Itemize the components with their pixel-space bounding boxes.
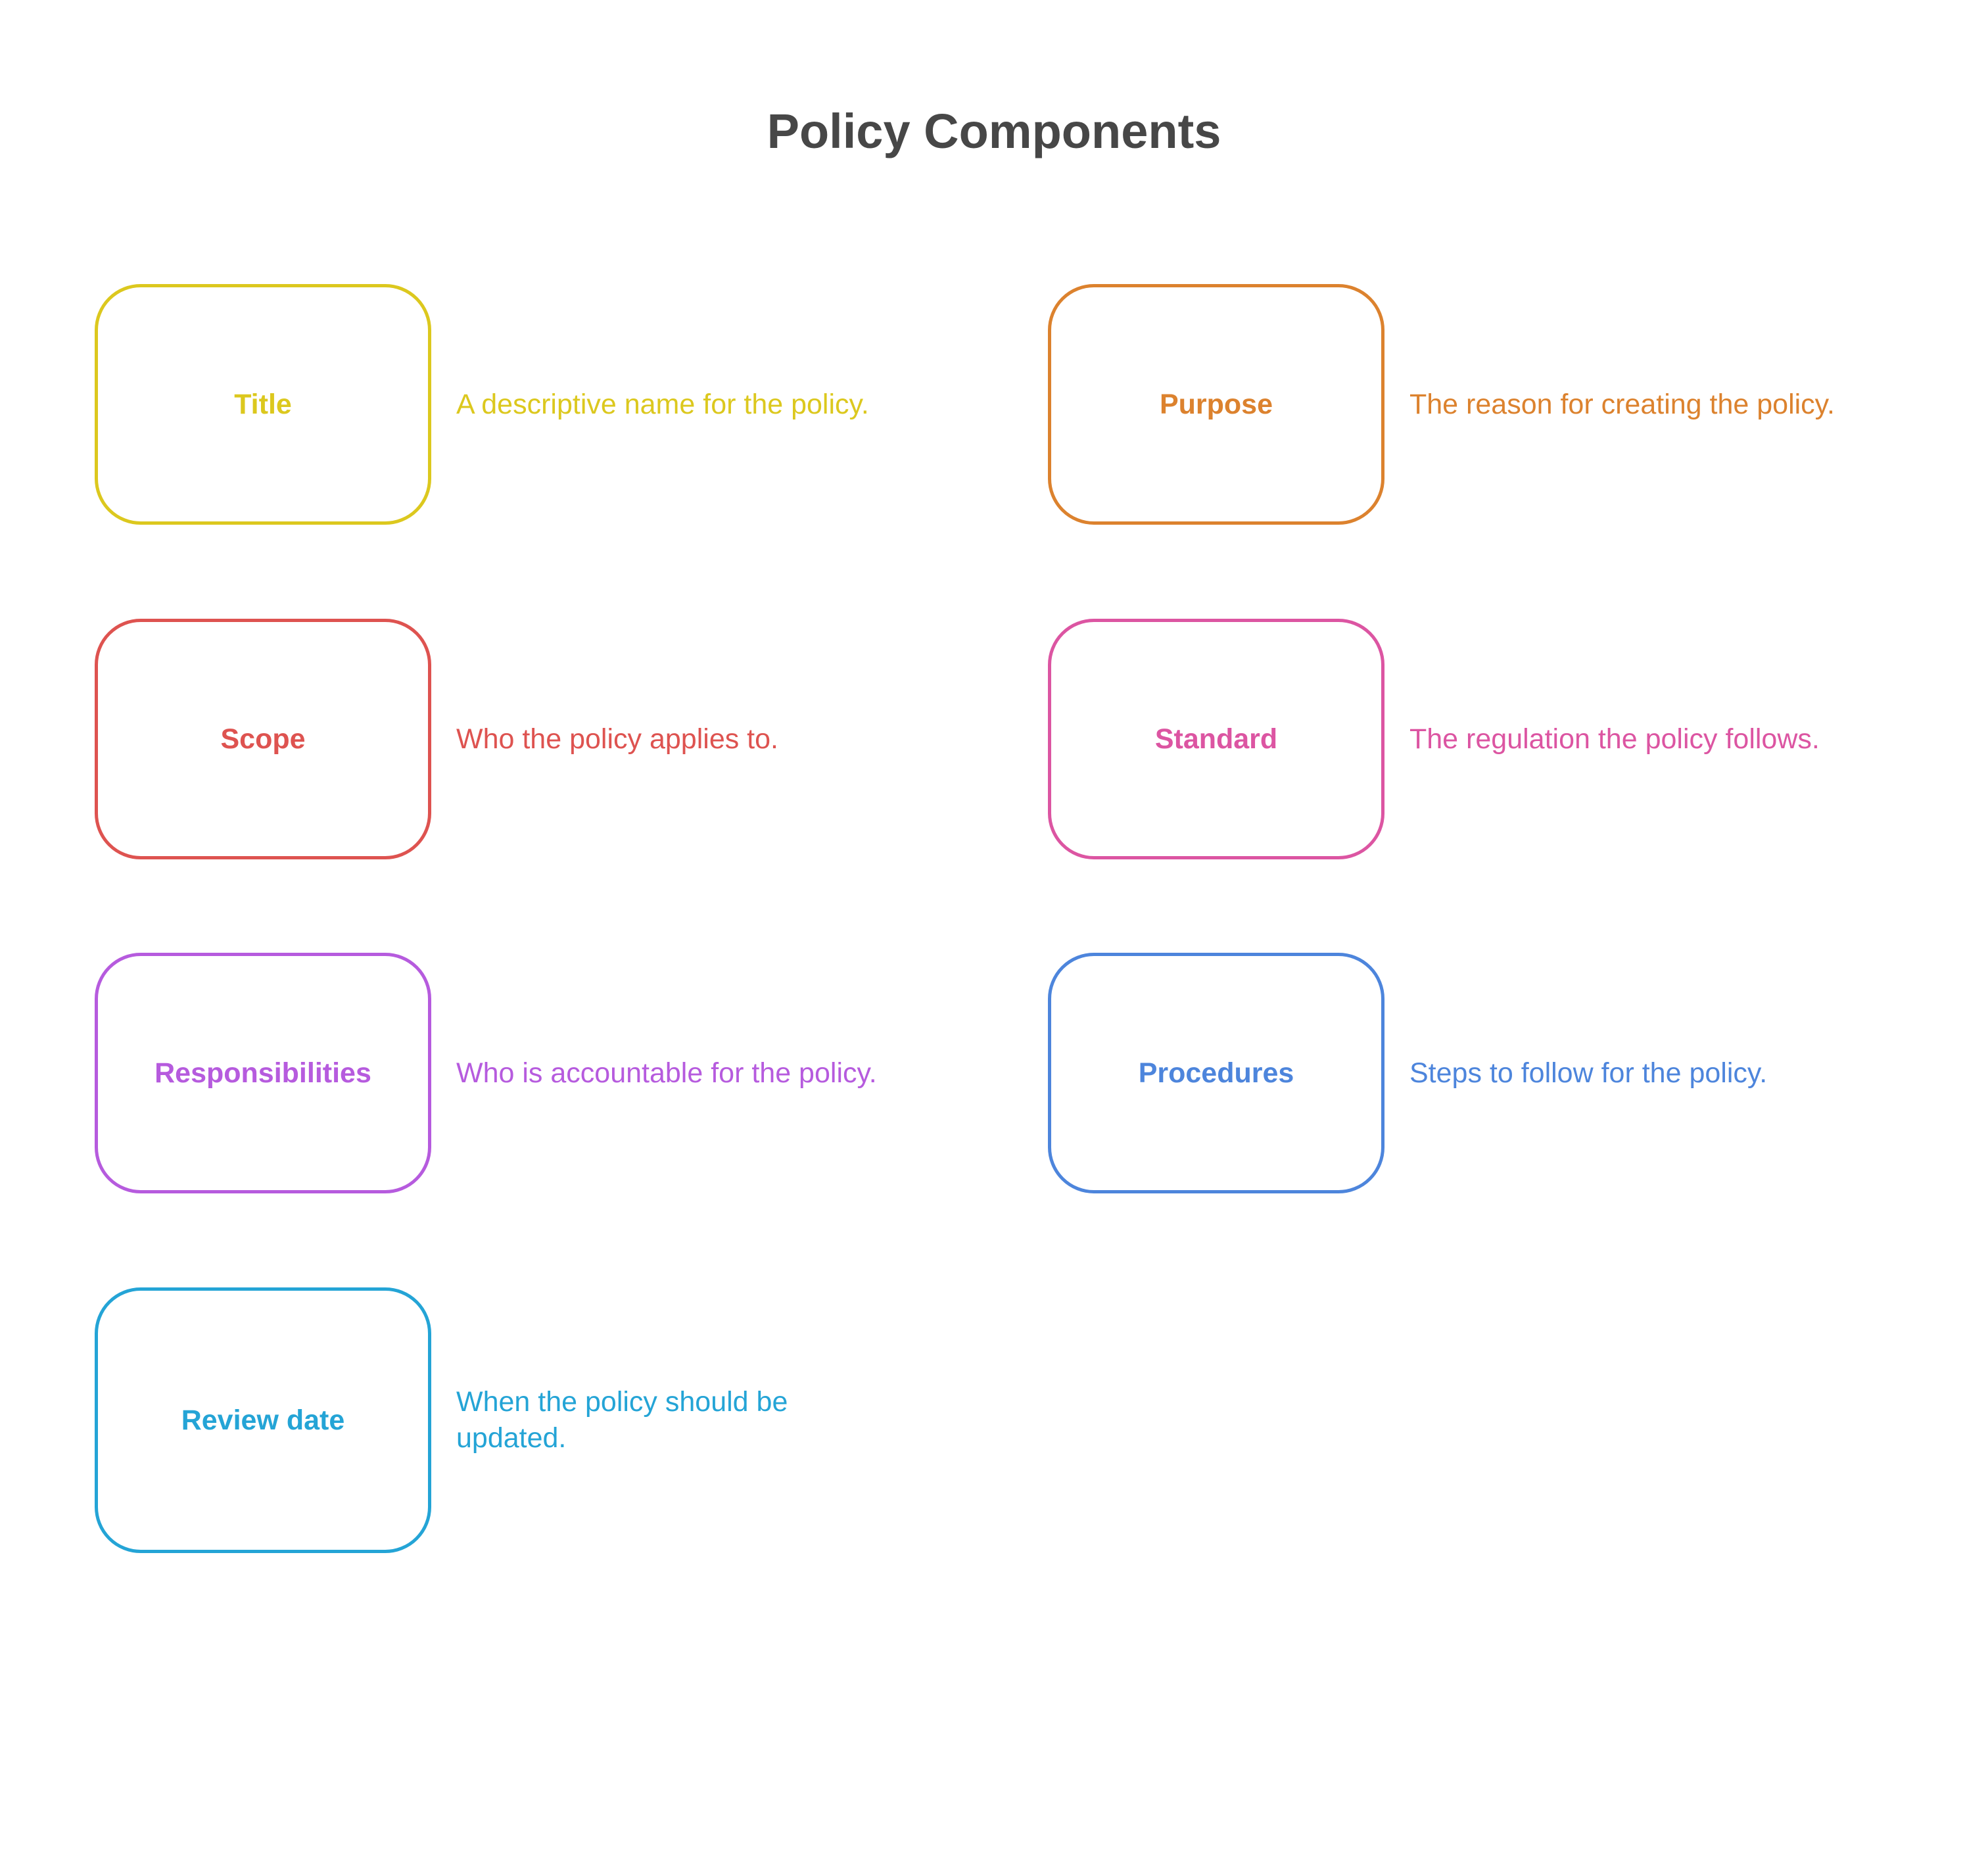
- component-description-text: The reason for creating the policy.: [1409, 388, 1835, 420]
- component-box: Standard: [1048, 619, 1384, 859]
- component-label: Procedures: [1138, 1057, 1294, 1089]
- component-box: Title: [95, 284, 431, 525]
- component-description: The regulation the policy follows.: [1409, 619, 1870, 859]
- component-label: Scope: [220, 723, 306, 755]
- page-title: Policy Components: [767, 104, 1221, 158]
- component-description-text: When the policy should be updated.: [456, 1386, 788, 1454]
- component-description: Steps to follow for the policy.: [1409, 953, 1870, 1193]
- component-description: Who the policy applies to.: [456, 619, 916, 859]
- component-box: Procedures: [1048, 953, 1384, 1193]
- component-label: Standard: [1154, 723, 1278, 755]
- component-box: Review date: [95, 1287, 431, 1553]
- component-description: The reason for creating the policy.: [1409, 284, 1870, 525]
- component-label: Review date: [181, 1404, 345, 1436]
- component-description-text: Who the policy applies to.: [456, 723, 778, 755]
- component-description: A descriptive name for the policy.: [456, 284, 916, 525]
- component-label: Responsibilities: [154, 1057, 371, 1089]
- component-label: Title: [234, 389, 292, 420]
- component-description-text: Who is accountable for the policy.: [456, 1057, 877, 1089]
- component-description-text: The regulation the policy follows.: [1409, 723, 1820, 755]
- component-description: Who is accountable for the policy.: [456, 953, 916, 1193]
- component-label: Purpose: [1159, 389, 1273, 420]
- component-description: When the policy should be updated.: [456, 1287, 824, 1553]
- component-description-text: Steps to follow for the policy.: [1409, 1057, 1768, 1089]
- component-box: Purpose: [1048, 284, 1384, 525]
- component-box: Responsibilities: [95, 953, 431, 1193]
- component-box: Scope: [95, 619, 431, 859]
- component-description-text: A descriptive name for the policy.: [456, 388, 869, 420]
